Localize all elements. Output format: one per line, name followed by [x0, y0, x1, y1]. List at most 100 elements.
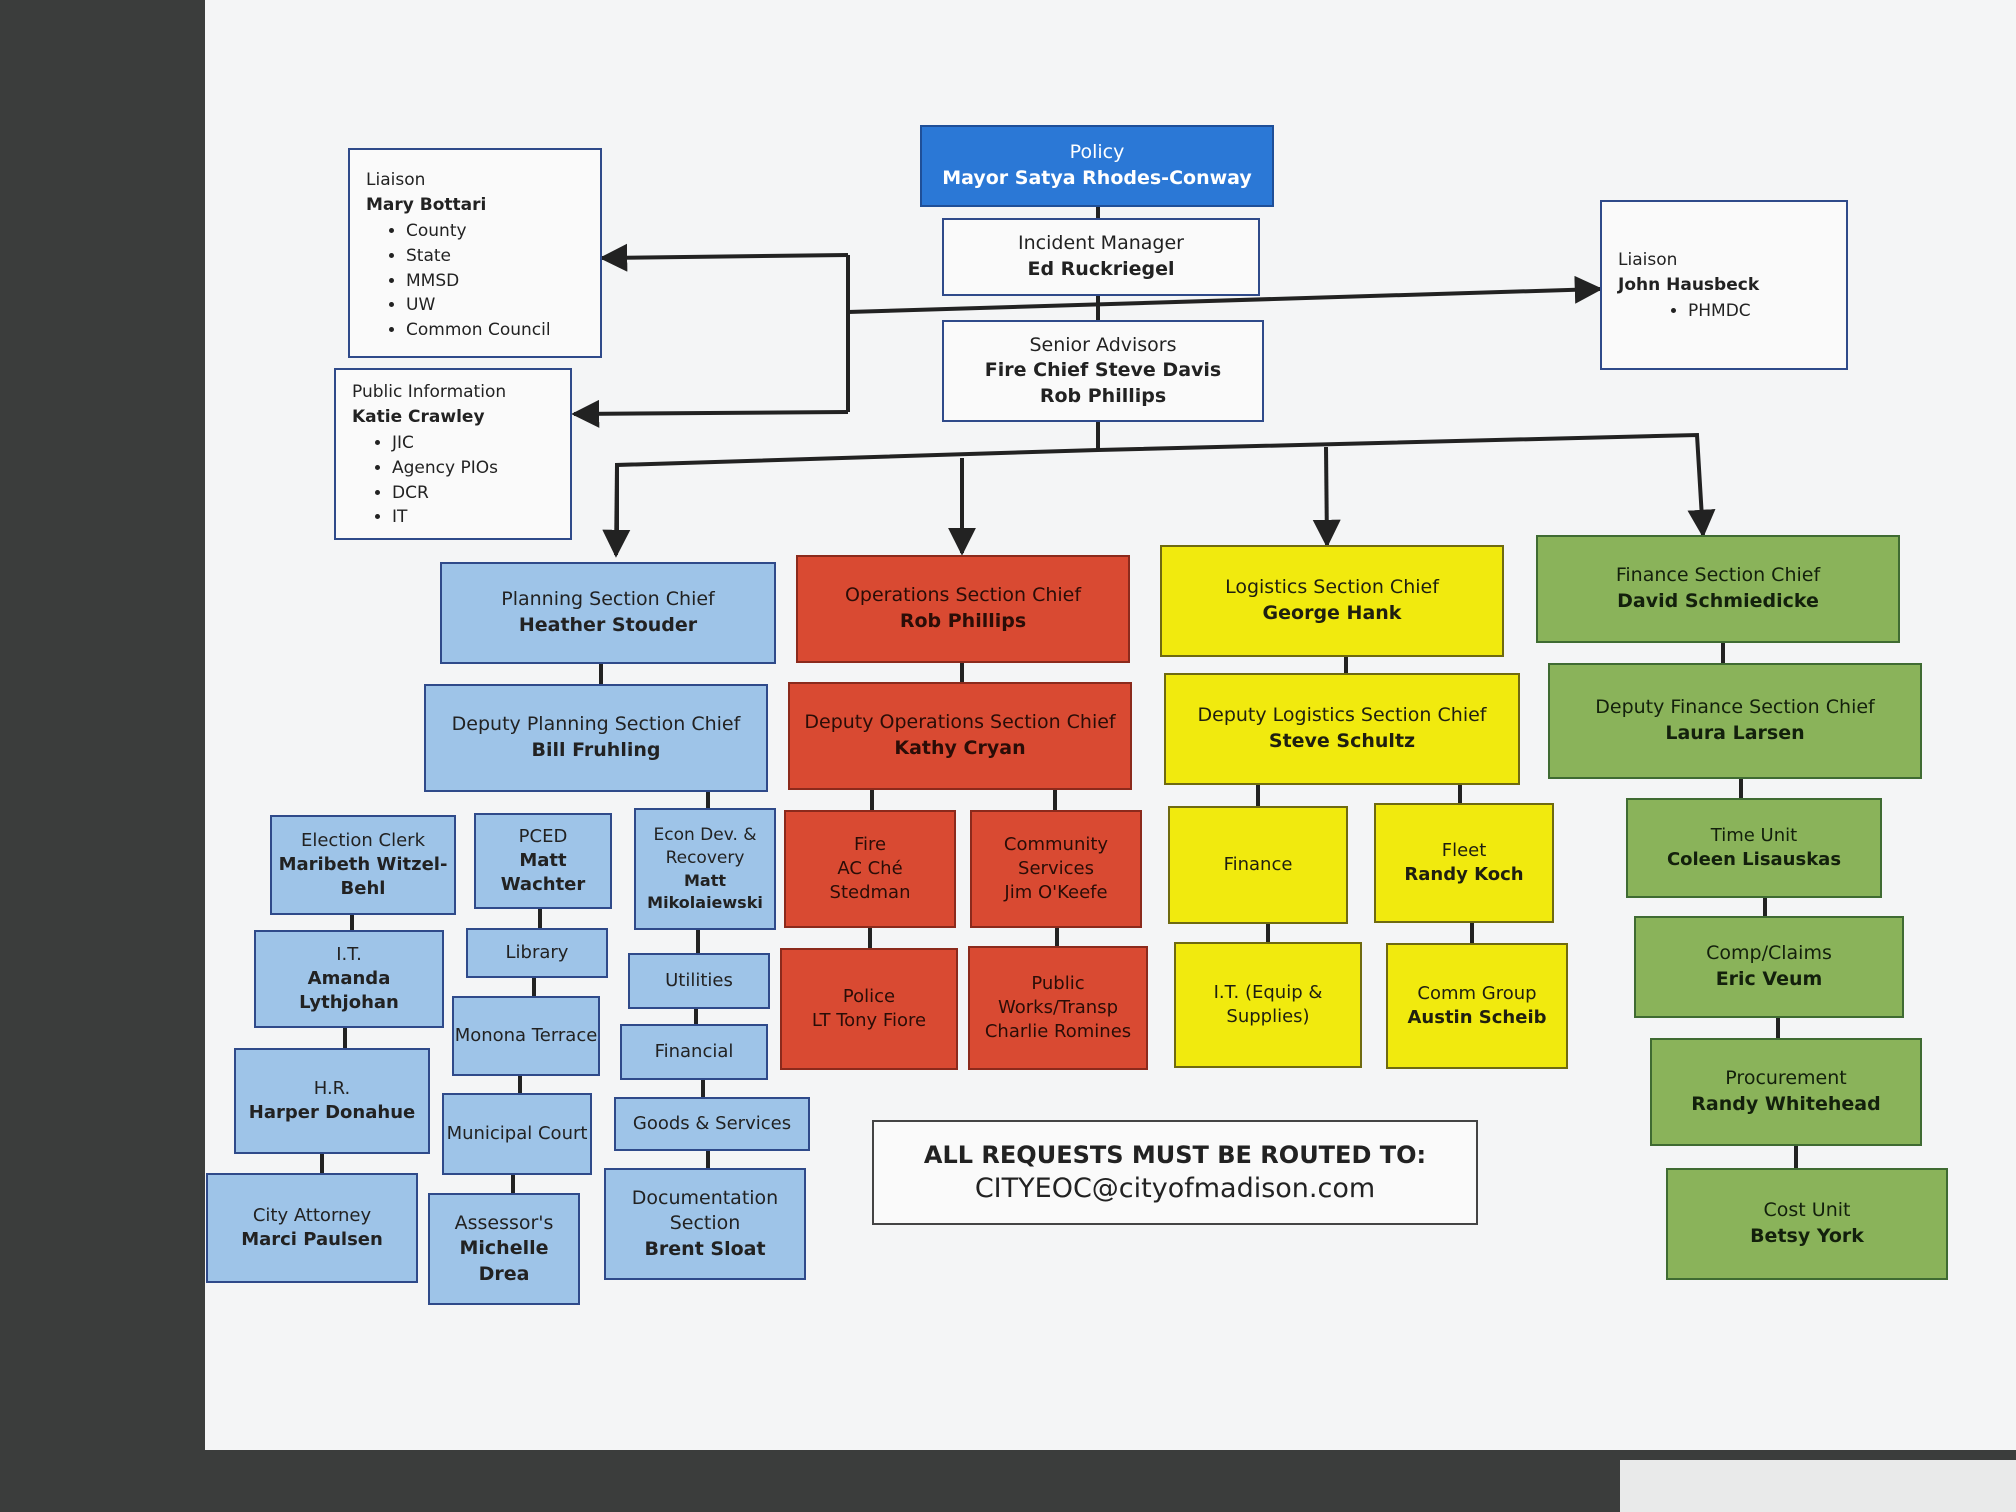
list-item: Agency PIOs — [392, 456, 554, 481]
senior-advisor-name: Rob Phillips — [1039, 384, 1167, 407]
box-name: Bill Fruhling — [531, 739, 661, 761]
list-item: County — [406, 219, 584, 244]
planning-unit-box: Financial — [620, 1024, 768, 1080]
liaison-right-name: John Hausbeck — [1618, 274, 1760, 295]
box-title: Public Works/Transp — [997, 972, 1118, 1018]
planning-unit-box: Documentation Section Brent Sloat — [604, 1168, 806, 1280]
box-title: I.T. (Equip & Supplies) — [1213, 981, 1323, 1027]
planning-unit-box: H.R. Harper Donahue — [234, 1048, 430, 1154]
box-name: Coleen Lisauskas — [1666, 849, 1842, 870]
box-name: Austin Scheib — [1407, 1007, 1547, 1028]
box-title: Finance — [1223, 853, 1293, 875]
planning-unit-box: Election Clerk Maribeth Witzel-Behl — [270, 815, 456, 915]
logistics-deputy-box: Deputy Logistics Section Chief Steve Sch… — [1164, 673, 1520, 785]
box-name: Brent Sloat — [644, 1237, 766, 1260]
finance-unit-box: Time Unit Coleen Lisauskas — [1626, 798, 1882, 898]
box-title: Econ Dev. & Recovery — [653, 825, 757, 869]
box-title: PCED — [518, 825, 568, 847]
finance-deputy-box: Deputy Finance Section Chief Laura Larse… — [1548, 663, 1922, 779]
box-name: Marci Paulsen — [241, 1229, 383, 1250]
box-title: Comp/Claims — [1706, 942, 1832, 965]
public-information-title: Public Information — [352, 382, 507, 402]
operations-deputy-box: Deputy Operations Section Chief Kathy Cr… — [788, 682, 1132, 790]
liaison-left-title: Liaison — [366, 170, 426, 190]
list-item: UW — [406, 293, 584, 318]
operations-unit-box: Community Services Jim O'Keefe — [970, 810, 1142, 928]
list-item: PHMDC — [1688, 299, 1830, 324]
planning-unit-box: Municipal Court — [442, 1093, 592, 1175]
box-name: AC Ché Stedman — [829, 857, 911, 904]
planning-unit-box: Library — [466, 928, 608, 978]
policy-title: Policy — [1069, 141, 1125, 164]
planning-chief-box: Planning Section Chief Heather Stouder — [440, 562, 776, 664]
box-title: Fleet — [1441, 839, 1487, 861]
box-title: Deputy Logistics Section Chief — [1197, 704, 1487, 727]
box-name: Steve Schultz — [1268, 730, 1416, 752]
box-name: LT Tony Fiore — [811, 1010, 927, 1031]
box-title: Election Clerk — [300, 829, 425, 851]
planning-unit-box: Assessor's Michelle Drea — [428, 1193, 580, 1305]
box-name: Amanda Lythjohan — [299, 967, 399, 1014]
liaison-right-title: Liaison — [1618, 250, 1678, 270]
logistics-chief-box: Logistics Section Chief George Hank — [1160, 545, 1504, 657]
planning-unit-box: I.T. Amanda Lythjohan — [254, 930, 444, 1028]
box-title: Comm Group — [1417, 982, 1537, 1004]
box-title: Operations Section Chief — [844, 584, 1082, 607]
finance-chief-box: Finance Section Chief David Schmiedicke — [1536, 535, 1900, 643]
incident-manager-title: Incident Manager — [1018, 232, 1184, 255]
list-item: JIC — [392, 431, 554, 456]
box-name: Betsy York — [1750, 1225, 1864, 1247]
finance-unit-box: Comp/Claims Eric Veum — [1634, 916, 1904, 1018]
box-name: David Schmiedicke — [1617, 590, 1819, 612]
box-title: Community Services — [1003, 833, 1109, 879]
operations-unit-box: Police LT Tony Fiore — [780, 948, 958, 1070]
list-item: DCR — [392, 481, 554, 506]
logistics-unit-box: Finance — [1168, 806, 1348, 924]
list-item: IT — [392, 505, 554, 530]
box-name: Rob Phillips — [899, 610, 1027, 632]
box-name: Matt Wachter — [500, 849, 586, 896]
policy-name: Mayor Satya Rhodes-Conway — [942, 167, 1252, 189]
liaison-left-box: Liaison Mary Bottari County State MMSD U… — [348, 148, 602, 358]
box-title: Monona Terrace — [454, 1024, 598, 1046]
incident-manager-box: Incident Manager Ed Ruckriegel — [942, 218, 1260, 296]
liaison-left-list: County State MMSD UW Common Council — [366, 219, 584, 342]
box-title: Deputy Finance Section Chief — [1595, 696, 1875, 719]
requests-heading: ALL REQUESTS MUST BE ROUTED TO: — [923, 1141, 1427, 1169]
finance-unit-box: Procurement Randy Whitehead — [1650, 1038, 1922, 1146]
box-name: Matt Mikolaiewski — [647, 871, 763, 912]
planning-unit-box: City Attorney Marci Paulsen — [206, 1173, 418, 1283]
liaison-right-box: Liaison John Hausbeck PHMDC — [1600, 200, 1848, 370]
box-name: Eric Veum — [1715, 968, 1823, 990]
box-name: Harper Donahue — [248, 1102, 416, 1123]
finance-unit-box: Cost Unit Betsy York — [1666, 1168, 1948, 1280]
list-item: State — [406, 244, 584, 269]
public-information-list: JIC Agency PIOs DCR IT — [352, 431, 554, 530]
planning-deputy-box: Deputy Planning Section Chief Bill Fruhl… — [424, 684, 768, 792]
public-information-name: Katie Crawley — [352, 406, 485, 427]
box-name: Maribeth Witzel-Behl — [278, 853, 448, 900]
box-title: Goods & Services — [632, 1112, 792, 1134]
planning-unit-box: Monona Terrace — [452, 996, 600, 1076]
logistics-unit-box: Comm Group Austin Scheib — [1386, 943, 1568, 1069]
box-title: I.T. — [336, 943, 362, 965]
operations-unit-box: Fire AC Ché Stedman — [784, 810, 956, 928]
box-title: Utilities — [665, 969, 733, 991]
box-title: H.R. — [313, 1077, 351, 1099]
box-title: City Attorney — [252, 1204, 372, 1226]
logistics-unit-box: I.T. (Equip & Supplies) — [1174, 942, 1362, 1068]
list-item: MMSD — [406, 269, 584, 294]
planning-unit-box: Goods & Services — [614, 1097, 810, 1151]
planning-unit-box: PCED Matt Wachter — [474, 813, 612, 909]
paper-sheet-under — [1620, 1460, 2016, 1512]
box-name: Randy Whitehead — [1691, 1093, 1881, 1115]
public-information-box: Public Information Katie Crawley JIC Age… — [334, 368, 572, 540]
box-title: Time Unit — [1710, 824, 1798, 846]
box-title: Municipal Court — [446, 1122, 588, 1144]
senior-advisors-box: Senior Advisors Fire Chief Steve Davis R… — [942, 320, 1264, 422]
policy-box: Policy Mayor Satya Rhodes-Conway — [920, 125, 1274, 207]
box-title: Documentation Section — [631, 1186, 779, 1235]
planning-unit-box: Utilities — [628, 953, 770, 1009]
box-name: Laura Larsen — [1665, 722, 1805, 744]
